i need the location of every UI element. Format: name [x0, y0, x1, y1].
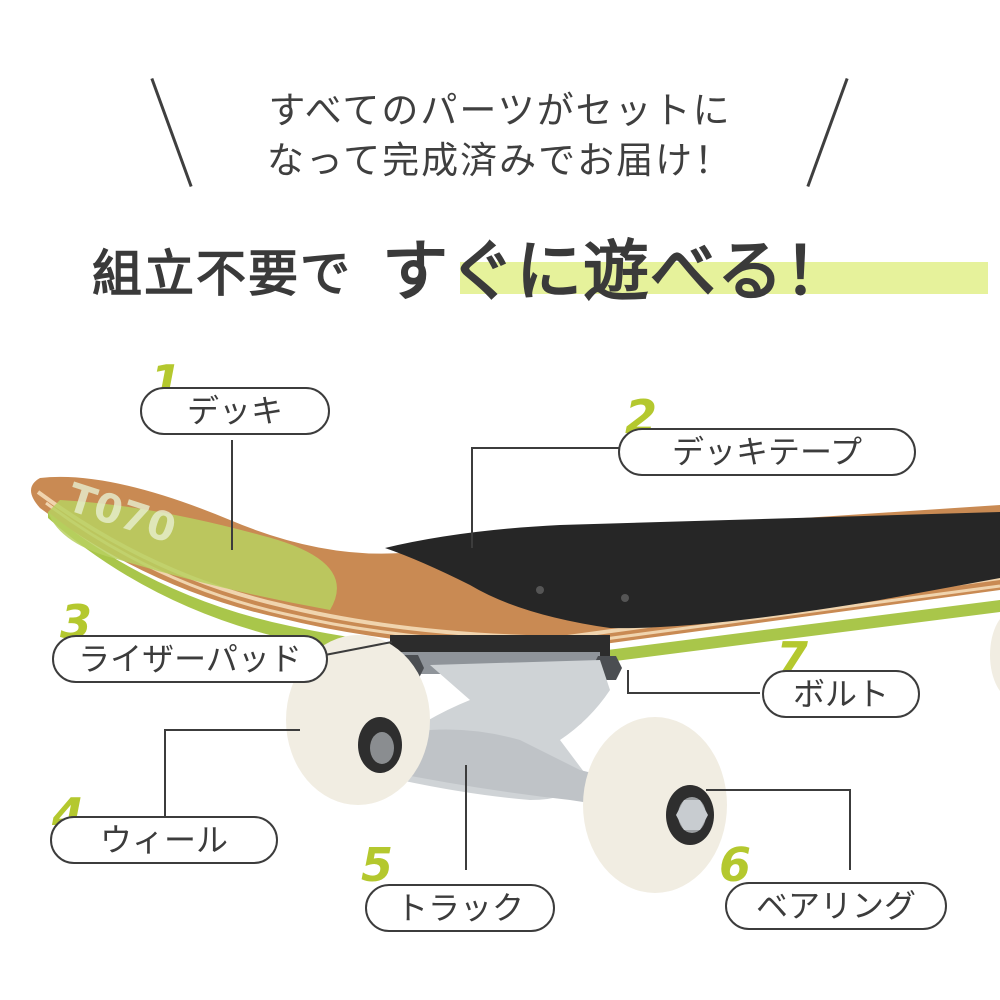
leader-line-griptape — [471, 447, 620, 548]
headline-highlight — [460, 262, 988, 294]
leader-line-riser — [324, 641, 393, 656]
leader-line-wheel — [164, 729, 300, 820]
part-label: ボルト — [762, 670, 920, 718]
headline-prefix: 組立不要で — [92, 245, 352, 303]
wheel-rear-partial — [990, 619, 1000, 691]
intro-line-2: なって完成済みでお届け！ — [266, 139, 734, 182]
headline-emphasis: すぐに遊べる！ — [382, 233, 851, 310]
part-label: デッキ — [140, 387, 330, 435]
axle-nut — [676, 800, 708, 830]
part-label: ライザーパッド — [52, 635, 328, 683]
bolt-head — [536, 586, 544, 594]
part-label: ウィール — [50, 816, 278, 864]
part-number: 5 — [361, 838, 394, 892]
deck-bottom-graphic — [48, 500, 337, 610]
leader-line-bolt — [627, 670, 760, 694]
headline: 組立不要で すぐに遊べる！ — [80, 220, 988, 310]
intro-line-1: すべてのパーツがセットに — [268, 89, 732, 132]
riser-pad — [390, 635, 610, 657]
bearing-left — [370, 732, 394, 764]
part-label: トラック — [365, 884, 555, 932]
griptape — [385, 512, 1000, 629]
bolt-head — [621, 594, 629, 602]
part-label: ベアリング — [725, 882, 947, 930]
wheel-right — [583, 717, 727, 893]
leader-line-bearing — [706, 789, 851, 870]
deck-underside — [48, 512, 1000, 668]
part-label: デッキテープ — [618, 428, 916, 476]
